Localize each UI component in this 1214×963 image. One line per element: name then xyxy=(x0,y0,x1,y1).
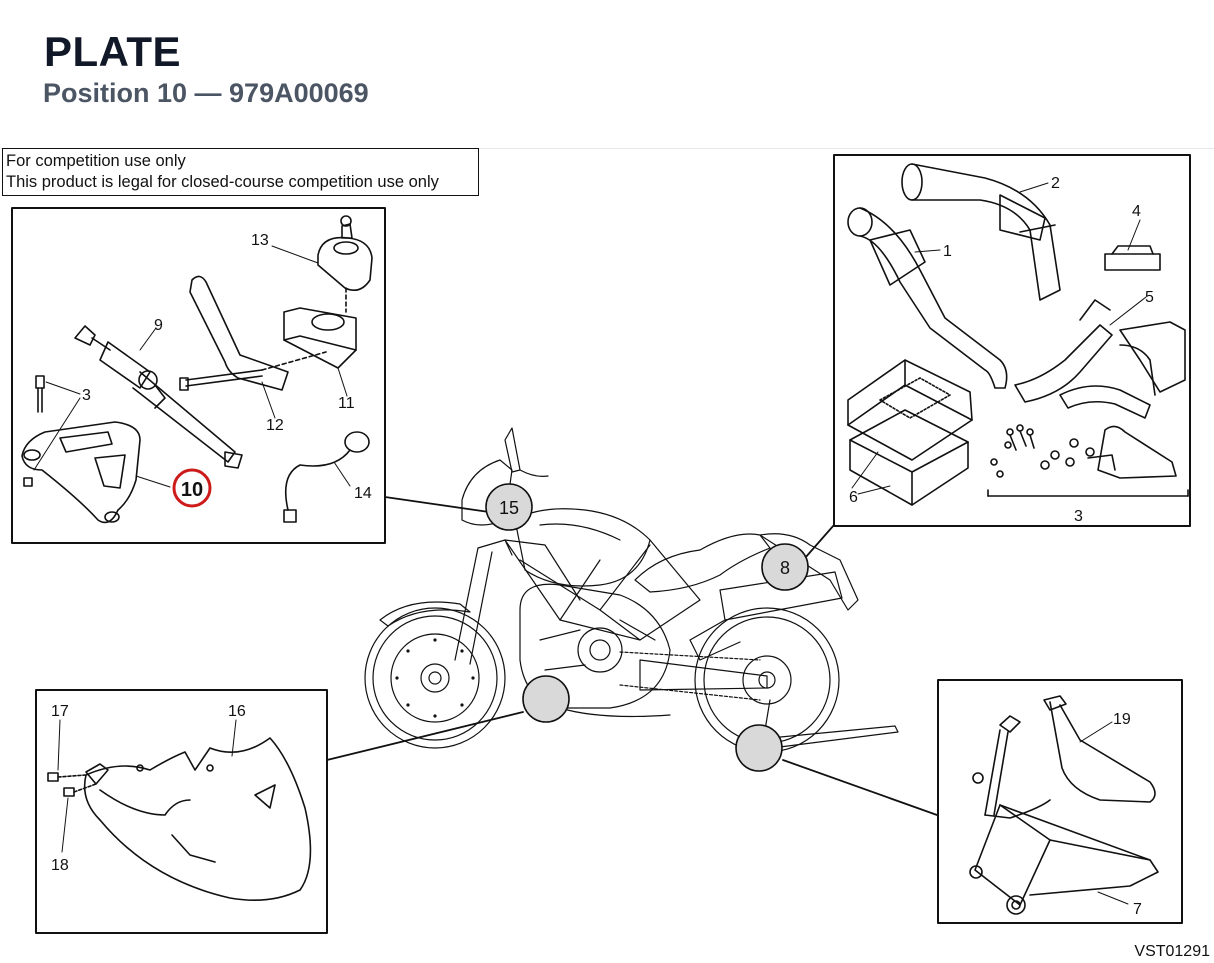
callout-9: 9 xyxy=(154,317,163,334)
highlight-callout-10[interactable]: 10 xyxy=(172,468,212,508)
hotspot-stand[interactable] xyxy=(735,724,783,772)
callout-18: 18 xyxy=(51,857,69,874)
page-header: PLATE Position 10 — 979A00069 xyxy=(0,0,1214,149)
callout-1: 1 xyxy=(943,243,952,260)
callout-5: 5 xyxy=(1145,289,1154,306)
callout-4: 4 xyxy=(1132,203,1141,220)
mount-block-part[interactable] xyxy=(261,307,357,371)
competition-notice: For competition use only This product is… xyxy=(2,148,479,196)
hotspot-15[interactable]: 15 xyxy=(485,483,533,531)
plate-part[interactable] xyxy=(21,421,141,524)
clip-part-4[interactable] xyxy=(1104,245,1161,271)
paddock-stand-panel: 19 7 xyxy=(937,679,1183,924)
callout-11: 11 xyxy=(338,395,355,412)
notice-line-2: This product is legal for closed-course … xyxy=(6,173,439,191)
callout-16: 16 xyxy=(228,703,246,720)
motorcycle-illustration xyxy=(364,427,899,761)
page-subtitle: Position 10 — 979A00069 xyxy=(43,78,369,108)
steering-damper-panel: 9 3 13 12 11 14 10 xyxy=(11,207,386,544)
screw-17-part[interactable] xyxy=(47,772,87,782)
hotspot-15-label: 15 xyxy=(499,498,519,518)
callout-13: 13 xyxy=(251,232,269,249)
callout-14: 14 xyxy=(354,485,372,502)
callout-6: 6 xyxy=(849,489,858,506)
callout-17: 17 xyxy=(51,703,69,720)
callout-12: 12 xyxy=(266,417,284,434)
callout-7: 7 xyxy=(1133,901,1142,918)
exhaust-pipe-1-part[interactable] xyxy=(847,207,1008,389)
hotspot-8-label: 8 xyxy=(780,558,790,578)
sensor-cable-part[interactable] xyxy=(283,431,370,523)
page-title: PLATE xyxy=(44,28,182,75)
drawing-code: VST01291 xyxy=(1134,943,1210,960)
hardware-kit-part[interactable] xyxy=(987,424,1189,497)
belly-pan-panel: 17 18 16 xyxy=(35,689,328,934)
hotspot-8[interactable]: 8 xyxy=(761,543,809,591)
hotspot-belly-pan[interactable] xyxy=(522,675,570,723)
notice-line-1: For competition use only xyxy=(6,152,186,170)
cap-part[interactable] xyxy=(317,215,373,313)
callout-10: 10 xyxy=(181,479,203,501)
exhaust-pipe-2-part[interactable] xyxy=(901,163,1061,301)
callout-2: 2 xyxy=(1051,175,1060,192)
bracket-part[interactable] xyxy=(85,763,109,785)
belly-pan-part[interactable] xyxy=(83,737,312,902)
callout-19: 19 xyxy=(1113,711,1131,728)
callout-3-damper: 3 xyxy=(82,387,91,404)
hotspot-leaders xyxy=(326,496,938,816)
exhaust-kit-panel: 2 1 4 5 6 3 xyxy=(833,154,1191,527)
screw-18-part[interactable] xyxy=(63,783,97,797)
air-filter-part[interactable] xyxy=(847,359,973,506)
screw-part[interactable] xyxy=(23,375,45,487)
damper-arm-part[interactable] xyxy=(179,275,289,391)
paddock-stand-part[interactable] xyxy=(969,695,1159,915)
exhaust-pipe-5-part[interactable] xyxy=(1014,299,1186,419)
steering-damper-part[interactable] xyxy=(74,325,243,469)
callout-3-exhaust: 3 xyxy=(1074,508,1083,525)
